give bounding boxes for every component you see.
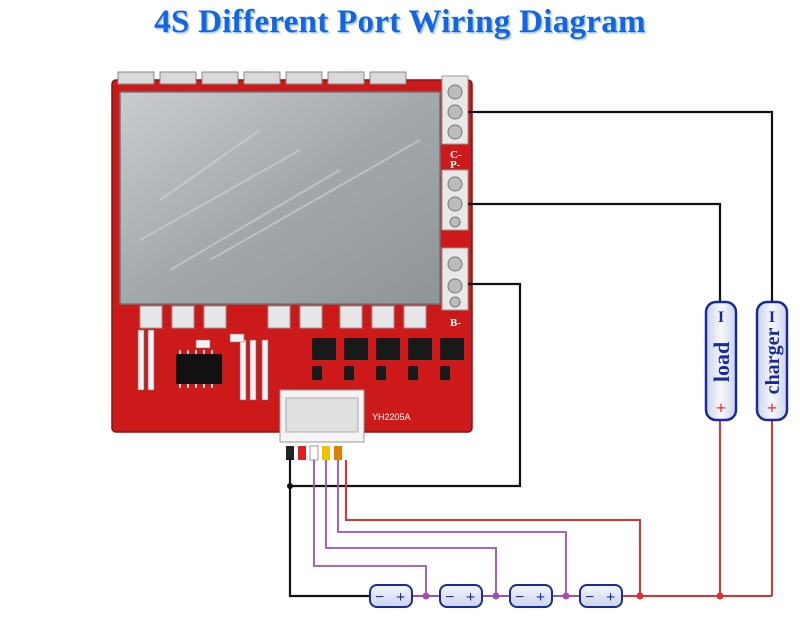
smd-parts bbox=[137, 329, 269, 401]
positive-junctions bbox=[636, 592, 724, 600]
load-minus: I bbox=[718, 309, 724, 326]
cell-2-minus: − bbox=[445, 589, 454, 606]
cell-1-plus: + bbox=[396, 589, 405, 606]
control-ic bbox=[176, 354, 222, 384]
cell-4: − + bbox=[579, 584, 623, 608]
charger-minus: I bbox=[769, 309, 775, 326]
cell-3-minus: − bbox=[515, 589, 524, 606]
diagram-title: 4S Different Port Wiring Diagram bbox=[154, 4, 646, 40]
charger-block: I charger + bbox=[755, 300, 789, 422]
load-plus: + bbox=[716, 398, 726, 418]
wire-p-to-load bbox=[468, 202, 722, 302]
cell-1: − + bbox=[369, 584, 413, 608]
charger-label: charger bbox=[762, 328, 784, 395]
charger-plus: + bbox=[767, 398, 777, 418]
mosfet-chips bbox=[312, 338, 464, 380]
ic-pins bbox=[179, 350, 213, 388]
port-terminals bbox=[441, 75, 469, 311]
port-label-c: C- bbox=[450, 149, 462, 161]
bms-board: C- P- B- YH2205A bbox=[111, 71, 473, 461]
positive-wires bbox=[345, 420, 773, 597]
port-label-b: B- bbox=[450, 317, 461, 329]
junction-b bbox=[287, 483, 293, 489]
cell-3-plus: + bbox=[536, 589, 545, 606]
port-label-p: P- bbox=[450, 159, 461, 171]
cell-4-plus: + bbox=[606, 589, 615, 606]
board-model: YH2205A bbox=[372, 412, 411, 422]
load-label: load bbox=[709, 342, 734, 382]
heatsink-plate bbox=[119, 91, 441, 305]
balance-connector bbox=[279, 389, 365, 461]
cell-3: − + bbox=[509, 584, 553, 608]
wire-c-to-charger bbox=[468, 110, 774, 302]
negative-wires bbox=[288, 110, 774, 598]
plate-scratches bbox=[139, 129, 421, 271]
cell-2-plus: + bbox=[466, 589, 475, 606]
balance-wires bbox=[313, 460, 567, 596]
top-terminals bbox=[117, 71, 407, 85]
cell-1-minus: − bbox=[375, 589, 384, 606]
wire-b-to-connector bbox=[288, 282, 522, 598]
mosfet-pads bbox=[139, 305, 427, 329]
load-block: I load + bbox=[704, 300, 738, 422]
wire-pack-positive bbox=[345, 460, 641, 596]
cell-4-minus: − bbox=[585, 589, 594, 606]
cell-2: − + bbox=[439, 584, 483, 608]
